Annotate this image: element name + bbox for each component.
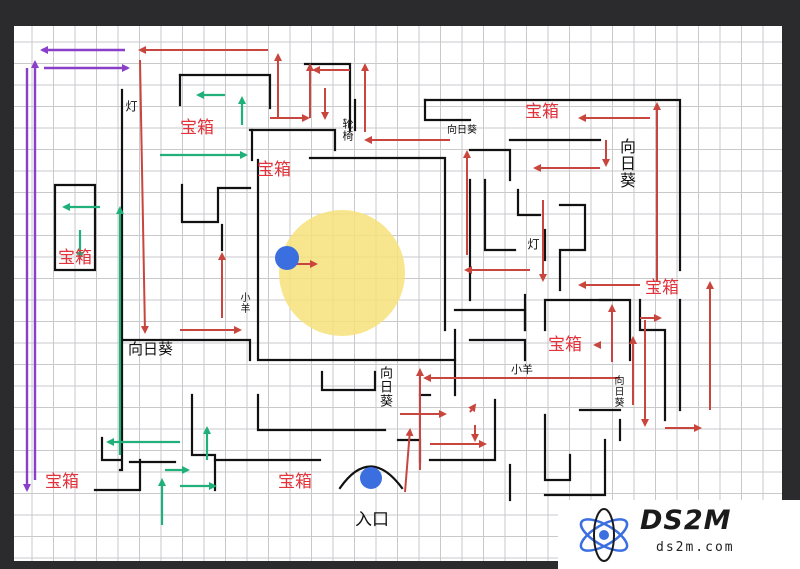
sunflower-label: 向日葵 xyxy=(377,366,392,408)
sunflower-label: 向日葵 xyxy=(612,375,623,408)
sunflower-label: 向日葵 xyxy=(617,138,636,189)
chest-label: 宝箱 xyxy=(58,248,92,268)
red-route xyxy=(138,46,714,493)
chest-label: 宝箱 xyxy=(645,278,679,298)
lamb-label: 小羊 xyxy=(511,363,533,376)
chest-label: 宝箱 xyxy=(180,118,214,138)
sunflower-label: 向日葵 xyxy=(447,125,477,136)
lamp-label: 灯 xyxy=(124,100,138,113)
player-marker xyxy=(275,246,299,270)
entrance-marker xyxy=(360,467,382,489)
chest-label: 宝箱 xyxy=(278,472,312,492)
atom-logo-icon xyxy=(579,508,629,562)
entrance-label: 入口 xyxy=(355,510,389,530)
chest-label: 宝箱 xyxy=(45,472,79,492)
chest-label: 宝箱 xyxy=(257,160,291,180)
watermark-brand: DS2M xyxy=(640,505,732,536)
watermark-url[interactable]: ds2m.com xyxy=(656,540,735,555)
purple-route xyxy=(23,46,130,492)
chest-label: 宝箱 xyxy=(548,335,582,355)
chest-label: 宝箱 xyxy=(525,102,559,122)
maze-walls xyxy=(53,62,682,502)
green-route xyxy=(62,91,248,525)
lamp-label: 灯 xyxy=(526,238,540,251)
highlight-zone xyxy=(279,210,405,336)
wheelchair-label: 轮椅 xyxy=(341,118,354,142)
sunflower-label: 向日葵 xyxy=(128,340,174,358)
lamb-label: 小羊 xyxy=(238,292,249,314)
